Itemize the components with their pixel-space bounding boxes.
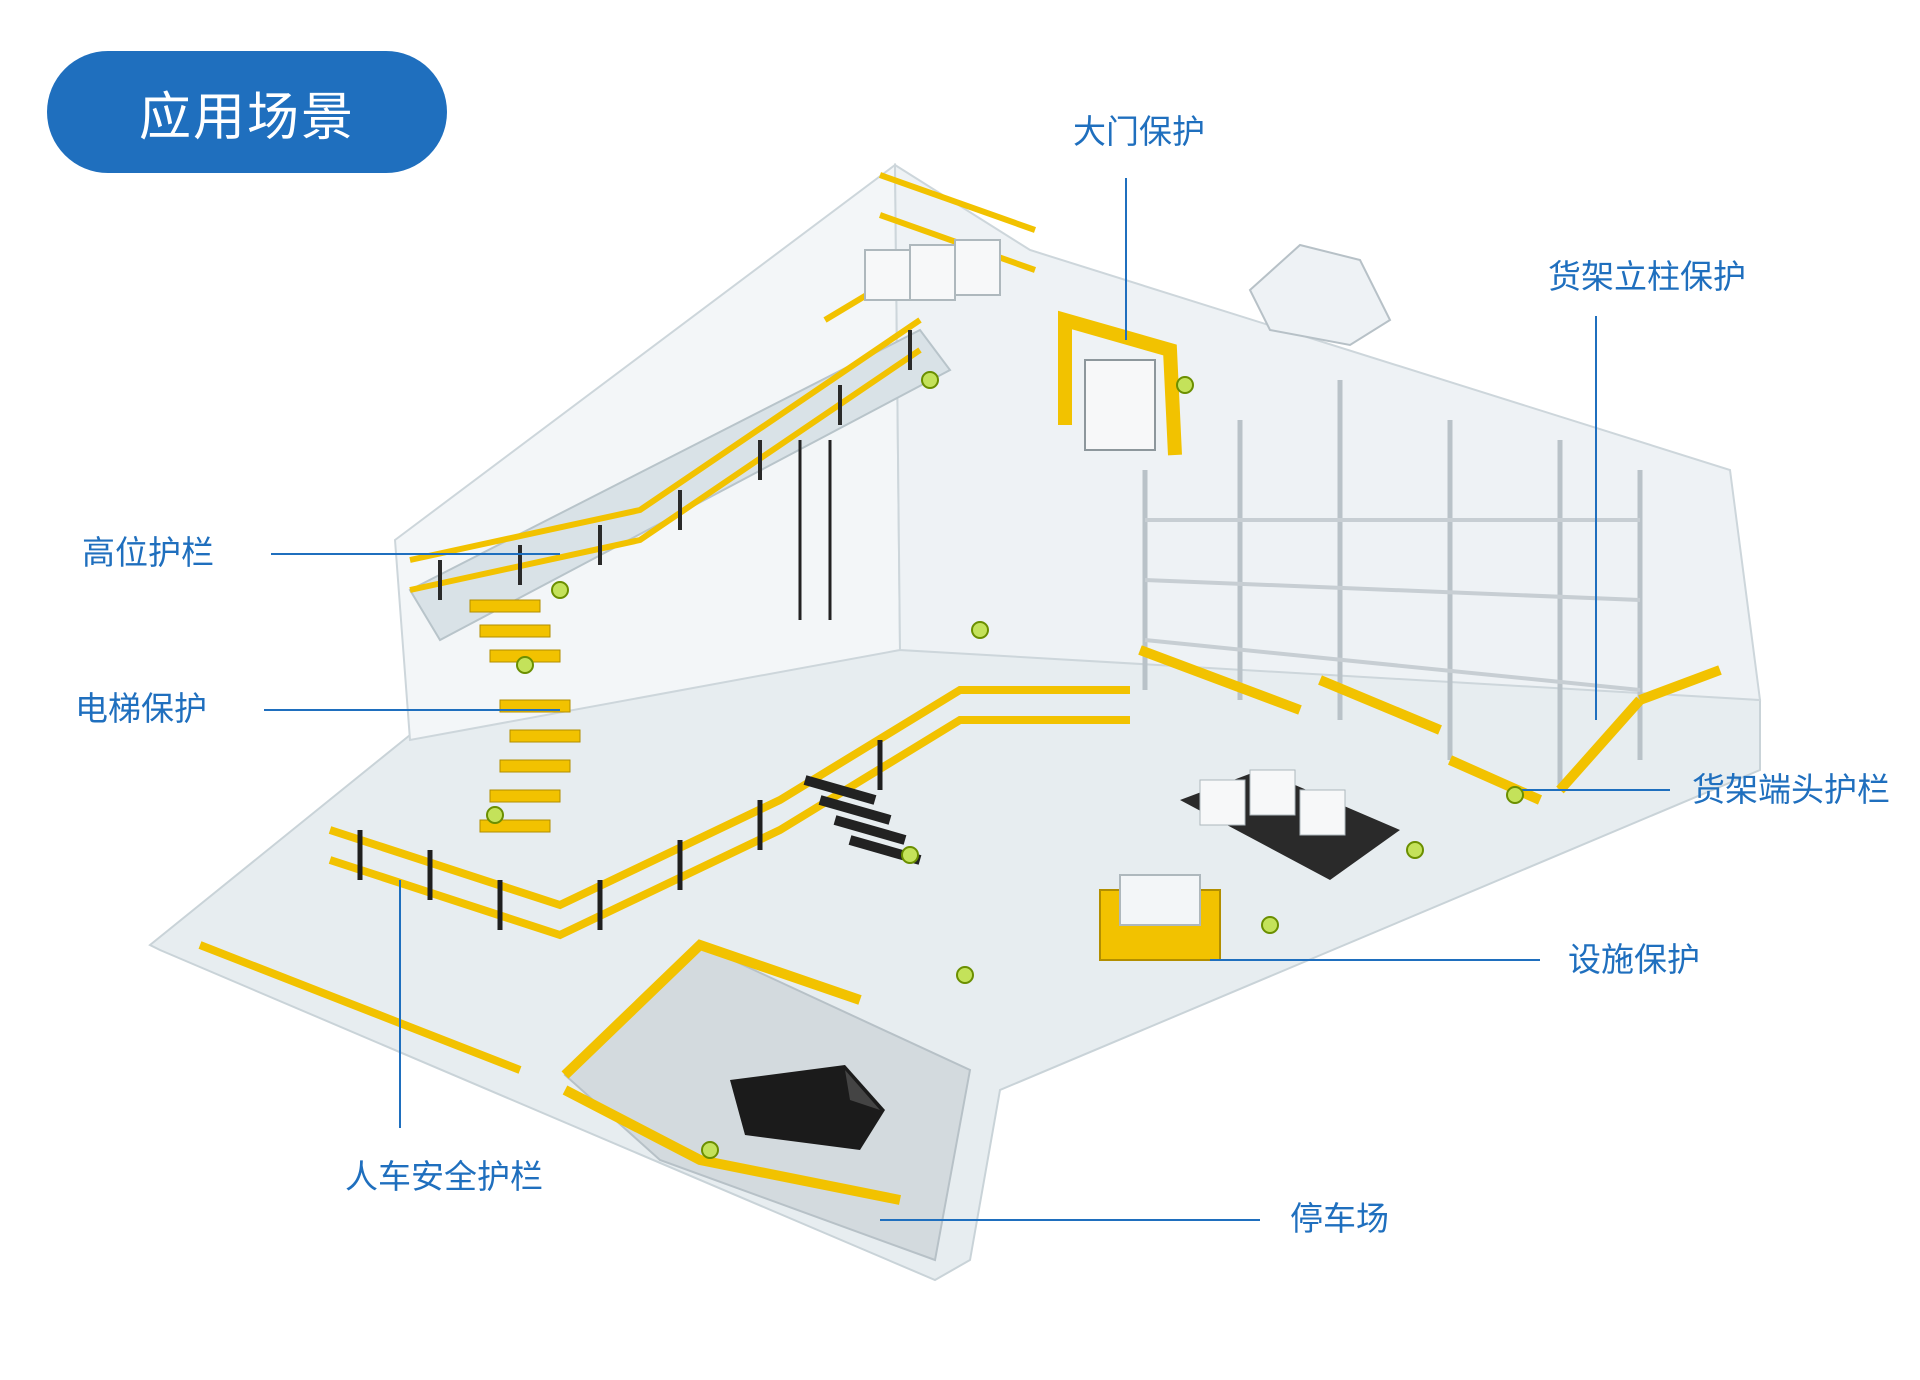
label-rack-upright-protection: 货架立柱保护: [1548, 257, 1746, 296]
rack-end-guardrail: [1138, 645, 1722, 805]
guardrail-posts: [357, 740, 883, 930]
gate-frame: [1058, 310, 1182, 456]
callout-lines: [264, 178, 1670, 1221]
left-wall: [393, 163, 902, 742]
gate-door: [1084, 359, 1156, 451]
title-badge: 应用场景: [47, 51, 447, 173]
rack-beams: [1144, 518, 1641, 692]
pedestrian-vehicle-guardrail: [198, 686, 1130, 1074]
label-gate-protection: 大门保护: [1073, 112, 1205, 151]
stacked-boxes: [864, 239, 1001, 301]
facility-machine: [1099, 874, 1221, 961]
staircase: [469, 599, 581, 833]
page-title: 应用场景: [138, 87, 355, 148]
highlight-markers: [486, 371, 1524, 1159]
ladder: [798, 440, 832, 620]
label-facility-protection: 设施保护: [1568, 940, 1700, 979]
back-wall: [893, 163, 1762, 702]
parking-guardrail: [561, 939, 901, 1205]
label-elevator-protection: 电梯保护: [75, 689, 207, 728]
label-high-rail: 高位护栏: [82, 533, 214, 572]
crosswalk: [803, 775, 922, 865]
label-parking: 停车场: [1290, 1199, 1389, 1238]
van: [730, 1065, 885, 1150]
mezzanine-rail-posts: [438, 330, 912, 600]
label-pedestrian-vehicle-guardrail: 人车安全护栏: [345, 1157, 543, 1196]
label-rack-end-guardrail: 货架端头护栏: [1692, 770, 1890, 809]
pallet-area: [1180, 769, 1400, 880]
truck-dock: [1248, 243, 1392, 347]
